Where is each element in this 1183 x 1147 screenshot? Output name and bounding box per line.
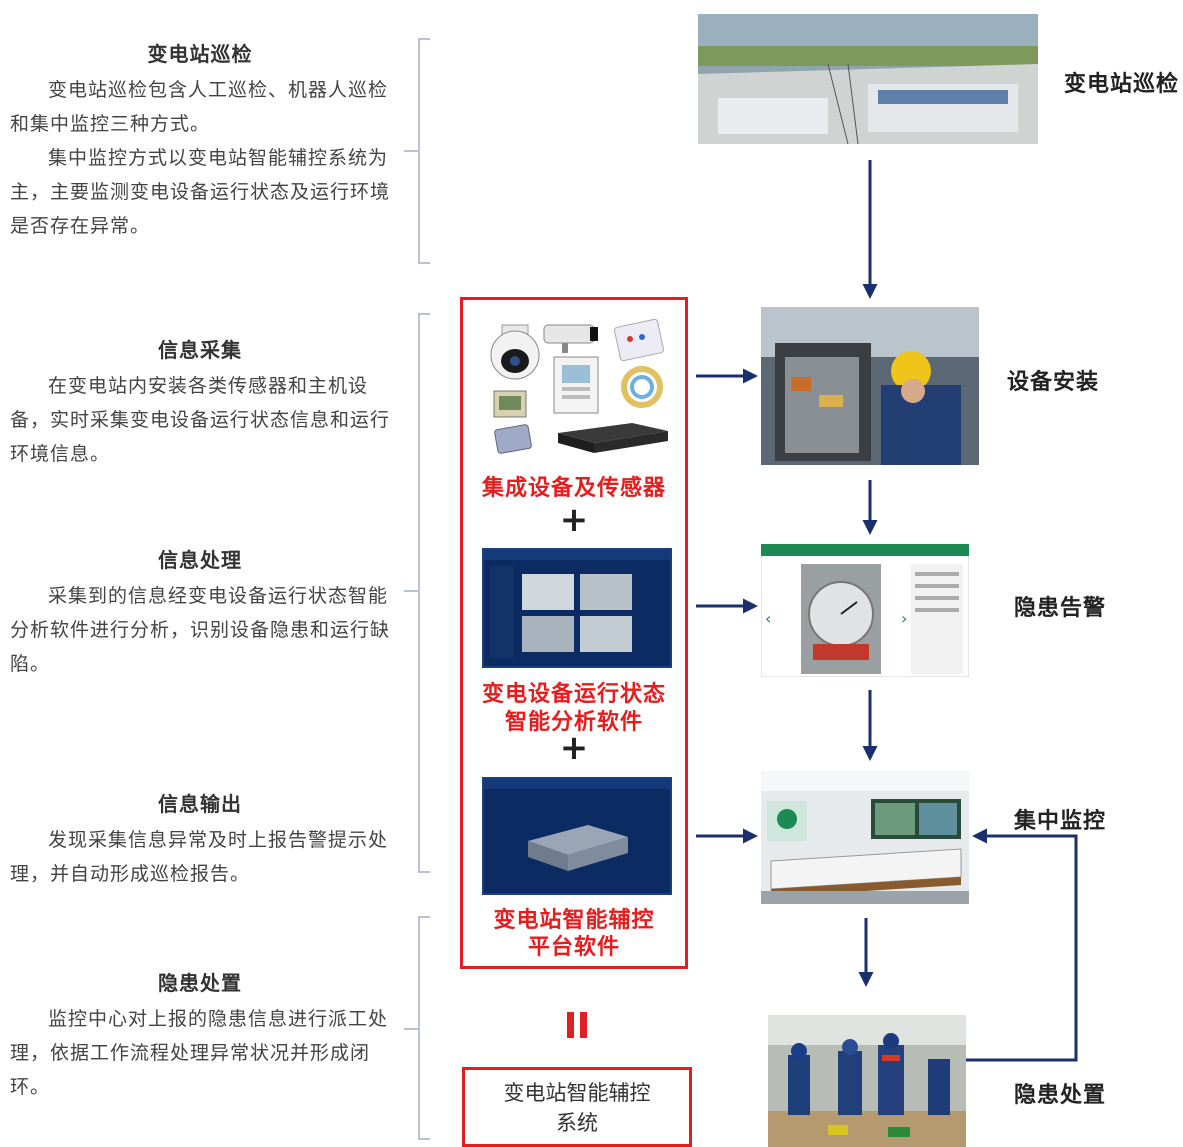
step-label-handling: 隐患处置 — [1014, 1083, 1107, 1108]
hazard-alarm-screenshot: ‹ › — [761, 544, 969, 677]
bracket-tick — [404, 590, 418, 592]
control-cabinet-icon — [553, 356, 599, 414]
flat-sensor-icon — [494, 424, 532, 454]
component-label-analysis-line1: 变电设备运行状态 — [481, 682, 666, 707]
analysis-software-screenshot — [482, 548, 672, 668]
bullet-camera-icon — [543, 324, 598, 353]
step-label-monitoring: 集中监控 — [1014, 809, 1107, 834]
system-components-box — [460, 297, 688, 969]
dome-camera-icon — [490, 324, 540, 380]
text-block-handling: 隐患处置 监控中心对上报的隐患信息进行派工处理，依据工作流程处理异常状况并形成闭… — [10, 967, 390, 1104]
text-block-processing: 信息处理 采集到的信息经变电设备运行状态智能分析软件进行分析，识别设备隐患和运行… — [10, 544, 390, 681]
svg-text:‹: ‹ — [765, 609, 771, 628]
block-title: 变电站巡检 — [147, 42, 253, 66]
final-system-box: 变电站智能辅控 系统 — [462, 1067, 692, 1147]
svg-text:›: › — [901, 609, 907, 628]
plus-sign: + — [559, 728, 589, 768]
platform-software-screenshot — [482, 777, 672, 895]
equipment-installation-photo — [761, 307, 979, 465]
feedback-loop-arrow-icon — [966, 828, 1078, 1062]
text-block-inspection: 变电站巡检 变电站巡检包含人工巡检、机器人巡检和集中监控三种方式。 集中监控方式… — [10, 38, 390, 243]
block-title: 信息处理 — [158, 548, 242, 572]
component-label-platform-line2: 平台软件 — [527, 935, 620, 960]
block-paragraph: 变电站巡检包含人工巡检、机器人巡检和集中监控三种方式。 — [10, 79, 389, 135]
bracket-tick — [404, 1028, 418, 1030]
sensor-panel-icon — [614, 318, 664, 362]
block-title: 信息输出 — [158, 792, 242, 816]
host-server-icon — [558, 423, 668, 453]
block-paragraph: 监控中心对上报的隐患信息进行派工处理，依据工作流程处理异常状况并形成闭环。 — [10, 1008, 389, 1098]
final-system-line2: 系统 — [556, 1111, 598, 1135]
text-block-collection: 信息采集 在变电站内安装各类传感器和主机设备，实时采集变电设备运行状态信息和运行… — [10, 334, 390, 471]
block-paragraph: 在变电站内安装各类传感器和主机设备，实时采集变电设备运行状态信息和运行环境信息。 — [10, 375, 391, 465]
monitoring-center-photo — [761, 771, 969, 904]
step-label-installation: 设备安装 — [1007, 370, 1100, 395]
bracket-bottom — [418, 916, 434, 1140]
step-label-alarm: 隐患告警 — [1014, 596, 1107, 621]
bracket-tick — [404, 150, 418, 152]
component-label-platform-line1: 变电站智能辅控 — [493, 908, 655, 933]
component-label-analysis-line2: 智能分析软件 — [504, 710, 643, 735]
display-module-icon — [493, 390, 527, 418]
bracket-middle — [418, 313, 434, 873]
bracket-top — [418, 38, 434, 264]
ring-sensor-icon — [621, 366, 663, 408]
devices-sensors-image — [490, 318, 668, 454]
equals-icon — [567, 1012, 587, 1038]
final-system-line1: 变电站智能辅控 — [503, 1081, 651, 1105]
text-block-output: 信息输出 发现采集信息异常及时上报告警提示处理，并自动形成巡检报告。 — [10, 788, 390, 891]
plus-sign: + — [559, 500, 589, 540]
hazard-handling-photo — [768, 1015, 966, 1147]
block-paragraph: 采集到的信息经变电设备运行状态智能分析软件进行分析，识别设备隐患和运行缺陷。 — [10, 585, 391, 675]
step-label-inspection: 变电站巡检 — [1064, 72, 1180, 97]
block-title: 信息采集 — [158, 338, 242, 362]
block-title: 隐患处置 — [158, 971, 242, 995]
block-paragraph: 发现采集信息异常及时上报告警提示处理，并自动形成巡检报告。 — [10, 829, 389, 885]
block-paragraph: 集中监控方式以变电站智能辅控系统为主，主要监测变电设备运行状态及运行环境是否存在… — [10, 147, 391, 237]
component-label-devices: 集成设备及传感器 — [481, 476, 666, 501]
substation-aerial-photo — [698, 14, 1038, 144]
